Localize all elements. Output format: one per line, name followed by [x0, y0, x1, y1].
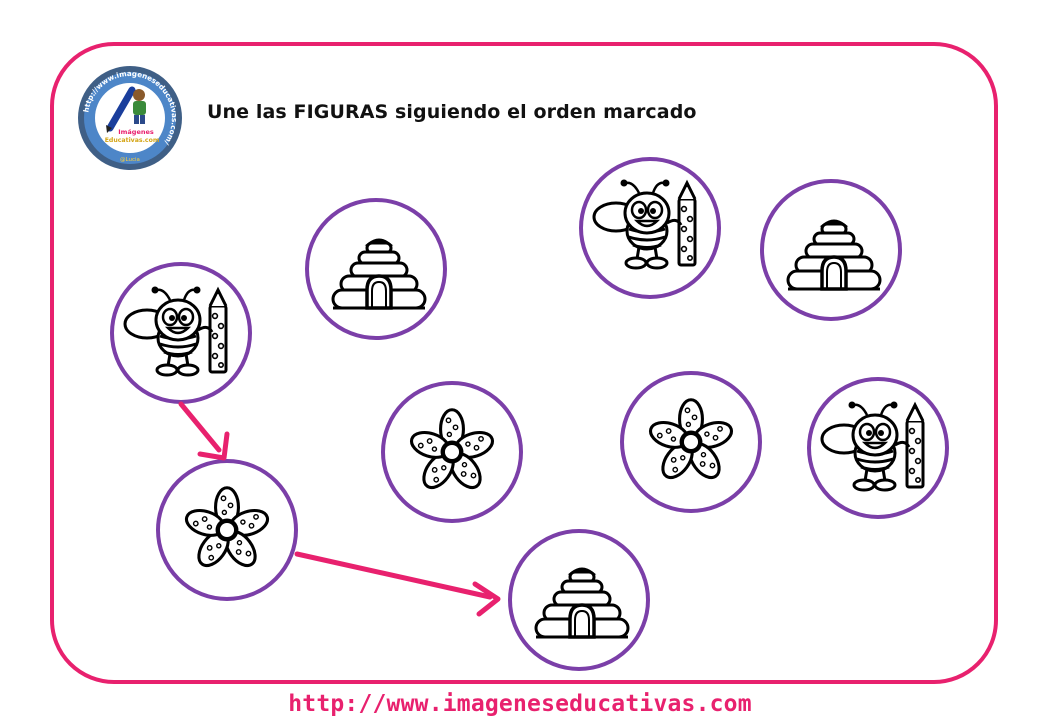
figure-circle-bee[interactable]	[579, 157, 721, 299]
figure-circle-beehive[interactable]	[760, 179, 902, 321]
figure-circle-bee[interactable]	[807, 377, 949, 519]
page-title: Une las FIGURAS siguiendo el orden marca…	[207, 101, 697, 123]
logo-text-line2: Educativas.com	[105, 137, 160, 144]
logo-pencil-icon	[106, 86, 136, 133]
arrow-flower-to-beehive	[294, 551, 501, 617]
arrow-bee-to-flower	[178, 401, 230, 461]
figure-circle-beehive[interactable]	[305, 198, 447, 340]
figure-circle-flower[interactable]	[381, 381, 523, 523]
worksheet-frame	[50, 42, 998, 684]
logo-child-icon	[133, 89, 146, 124]
footer-url[interactable]: http://www.imageneseducativas.com	[288, 691, 752, 717]
site-logo: http://www.imageneseducativas.com/ Imáge…	[76, 64, 184, 172]
figure-circle-flower[interactable]	[156, 459, 298, 601]
figure-circle-beehive[interactable]	[508, 529, 650, 671]
figure-circle-flower[interactable]	[620, 371, 762, 513]
logo-tag: @Lucia	[120, 157, 140, 163]
logo-text-line1: Imágenes	[118, 128, 154, 136]
